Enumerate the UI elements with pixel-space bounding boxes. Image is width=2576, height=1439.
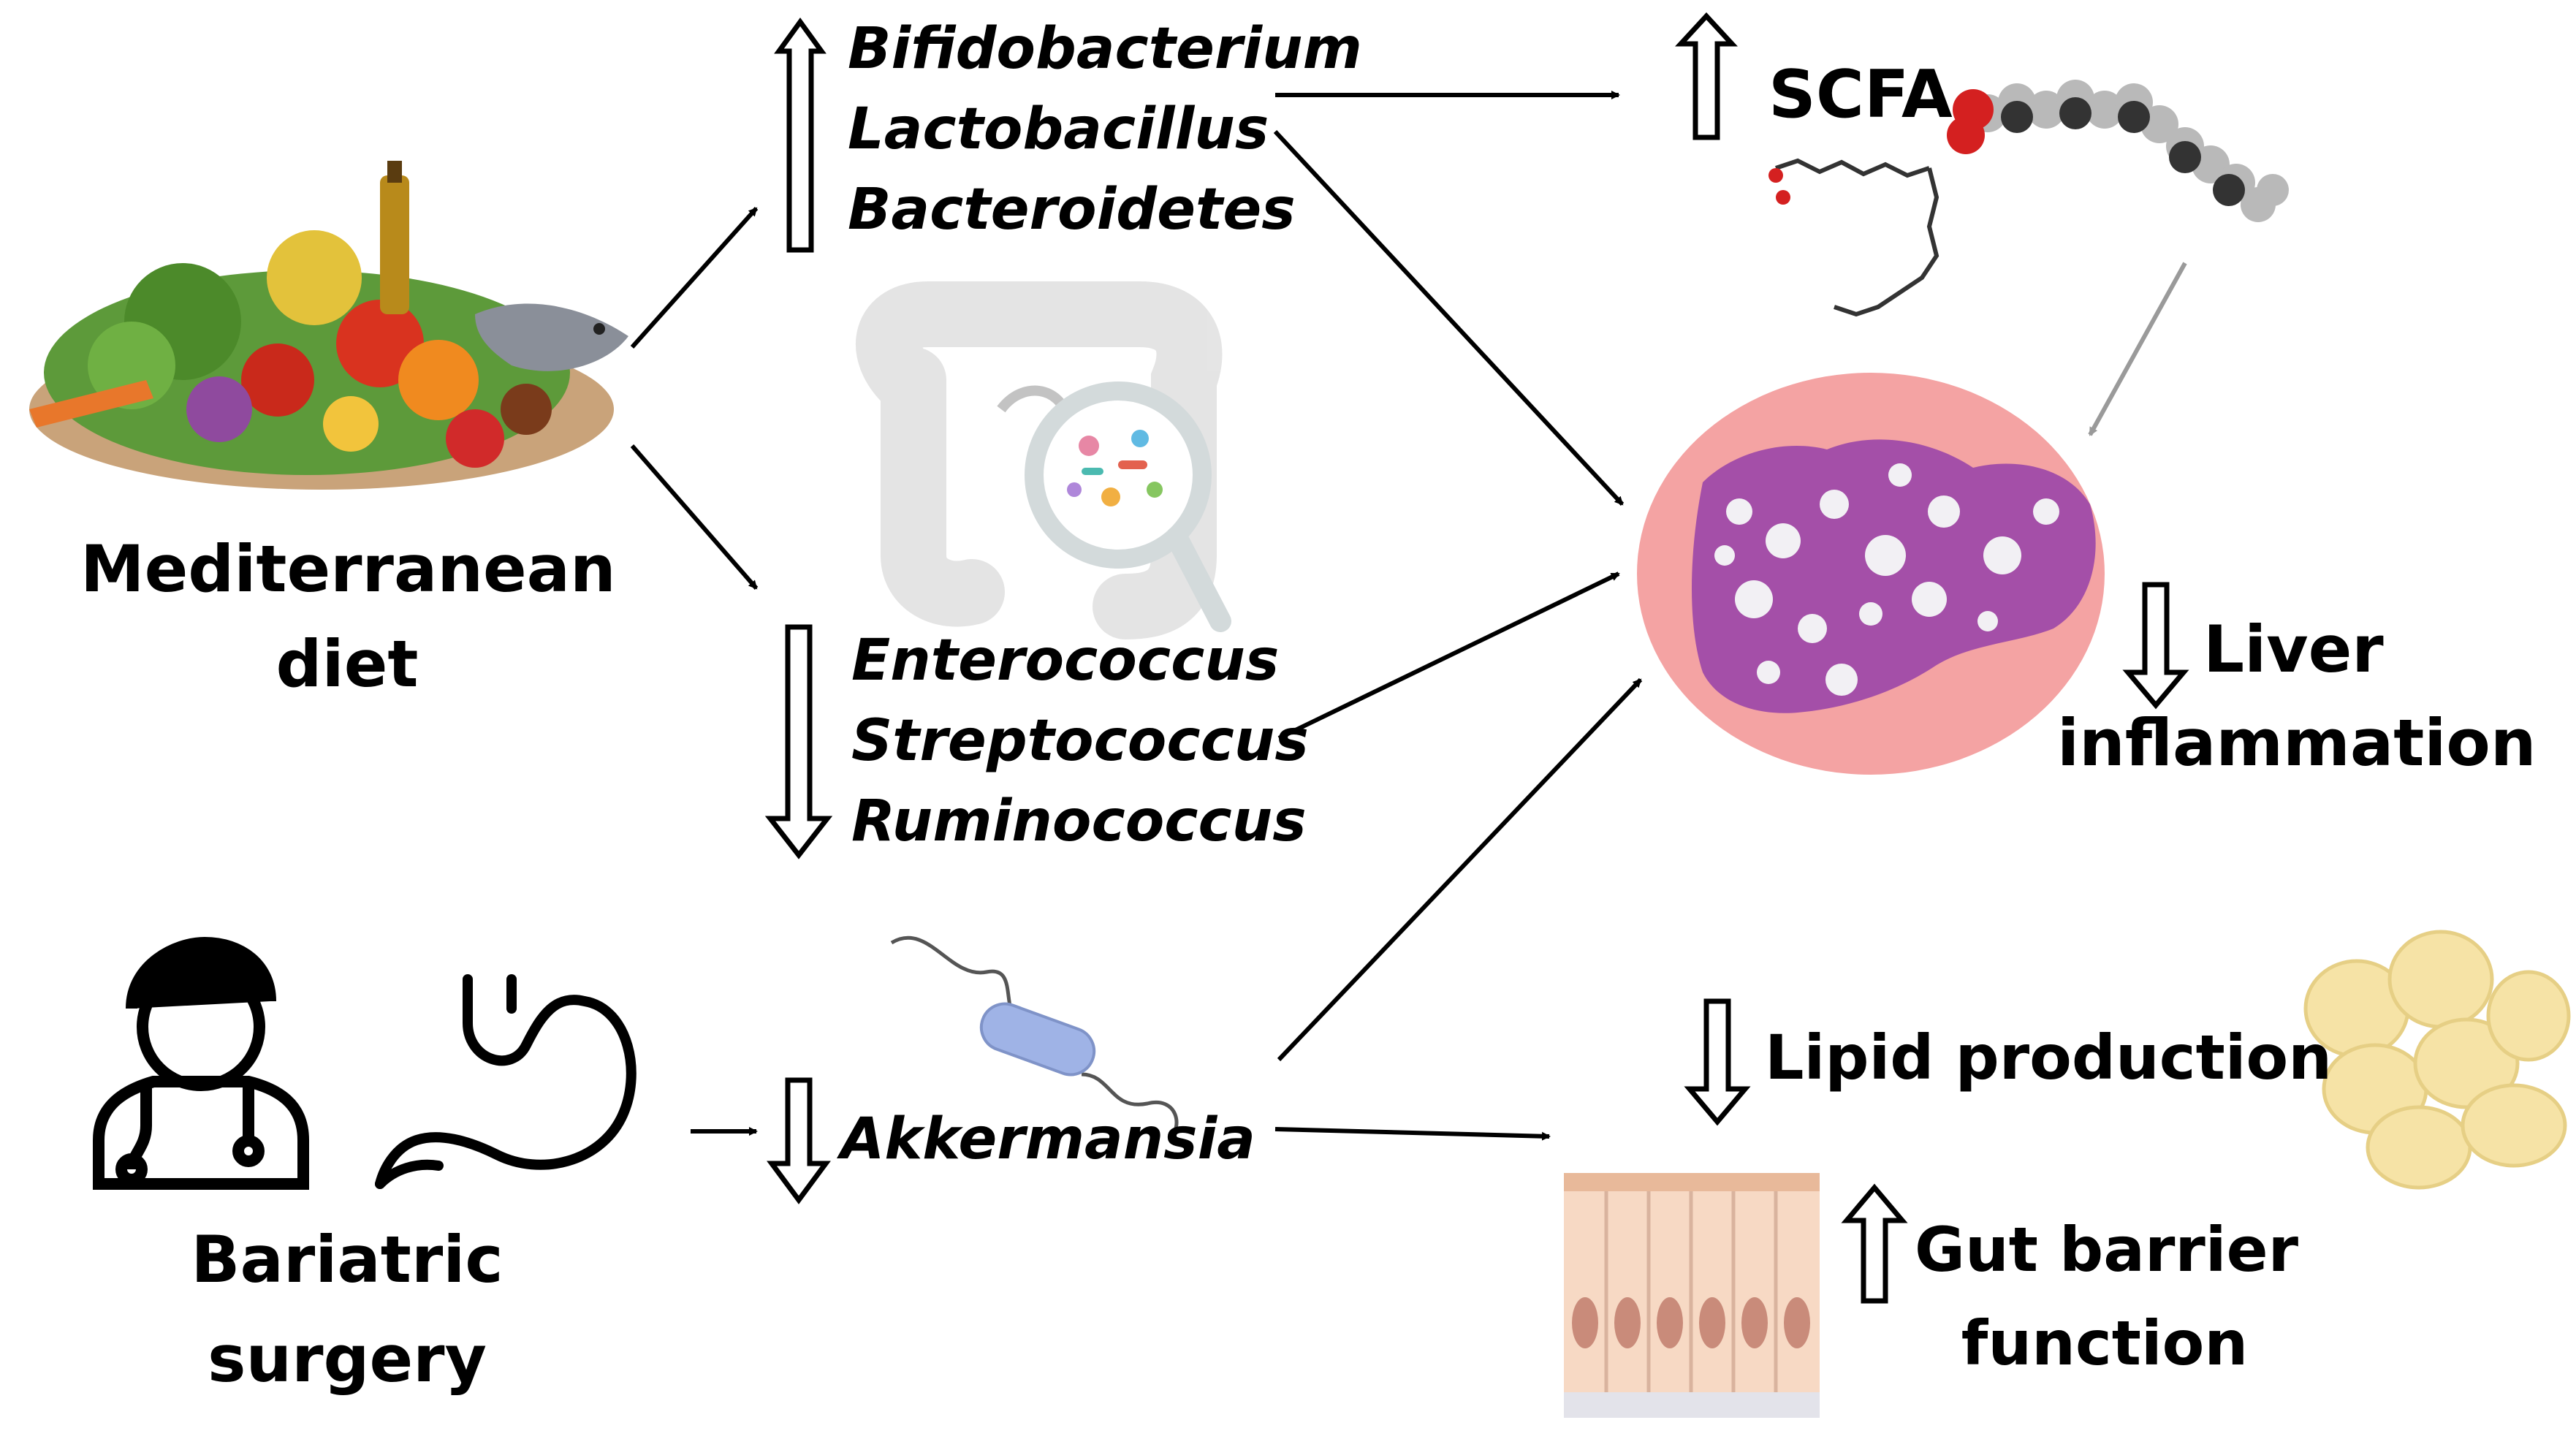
arrow-akkermansia-to-gut (1274, 1127, 1551, 1141)
arrow-bacteria-to-liver (1273, 129, 1625, 506)
diet-label: Mediterranean diet (80, 531, 616, 702)
scfa-molecule-illustration (1768, 80, 2289, 317)
arrow-diet-to-decreased (630, 444, 759, 590)
gut-epithelium-illustration (1564, 1173, 1820, 1418)
bacteria-decreased-item: Enterococcus (851, 628, 1280, 694)
gut-barrier-label-line2: function (1961, 1307, 2249, 1379)
gut-barrier-label-line1: Gut barrier (1915, 1214, 2298, 1286)
akkermansia-label: Akkermansia (840, 1106, 1255, 1172)
diet-label-line1: Mediterranean (80, 531, 616, 607)
bacteria-decreased-item: Streptococcus (851, 708, 1309, 774)
liver-label-line2: inflammation (2057, 705, 2537, 781)
connector-arrows (630, 91, 1643, 1141)
bacteria-increased-list: Bifidobacterium Lactobacillus Bacteroide… (848, 20, 1362, 238)
surgery-label-line2: surgery (208, 1321, 487, 1397)
trend-up-arrow-scfa (1675, 12, 1738, 140)
bacteria-decreased-item: Ruminococcus (851, 789, 1307, 854)
liver-inflammation-label: Liver inflammation (2057, 612, 2537, 781)
lipid-production-label: Lipid production (1765, 1022, 2333, 1093)
mediterranean-food-image (29, 161, 628, 490)
stomach-icon (375, 974, 637, 1189)
trend-up-arrow-bacteria (774, 18, 827, 253)
bacteria-increased-item: Bacteroidetes (848, 177, 1296, 243)
trend-down-arrow-bacteria (764, 624, 833, 859)
bacteria-decreased-list: Enterococcus Streptococcus Ruminococcus (851, 632, 1309, 850)
liver-label-line1: Liver (2203, 612, 2384, 687)
scfa-label: SCFA (1768, 56, 1953, 133)
doctor-icon (93, 936, 309, 1190)
fat-cells-illustration (2303, 930, 2571, 1190)
diet-label-line2: diet (276, 626, 419, 702)
bacteria-increased-item: Lactobacillus (848, 96, 1269, 162)
akkermansia-bacterium-illustration (890, 935, 1179, 1142)
trend-down-arrow-liver (2122, 582, 2189, 710)
bacteria-increased-item: Bifidobacterium (848, 16, 1362, 82)
liver-illustration (1637, 373, 2105, 775)
arrow-diet-to-increased (630, 206, 759, 349)
arrow-akkermansia-to-liver (1277, 677, 1643, 1062)
arrow-decreased-to-liver (1277, 572, 1620, 740)
surgery-label-line1: Bariatric (191, 1222, 504, 1297)
trend-up-arrow-gut-barrier (1841, 1183, 1908, 1304)
arrow-scfa-to-liver (2088, 262, 2187, 436)
gut-microbiome-illustration (856, 281, 1231, 639)
trend-down-arrow-lipid (1684, 998, 1751, 1126)
surgery-label: Bariatric surgery (117, 1228, 577, 1391)
gut-barrier-label: Gut barrier function (1915, 1214, 2298, 1379)
trend-down-arrow-akkermansia (767, 1077, 831, 1204)
